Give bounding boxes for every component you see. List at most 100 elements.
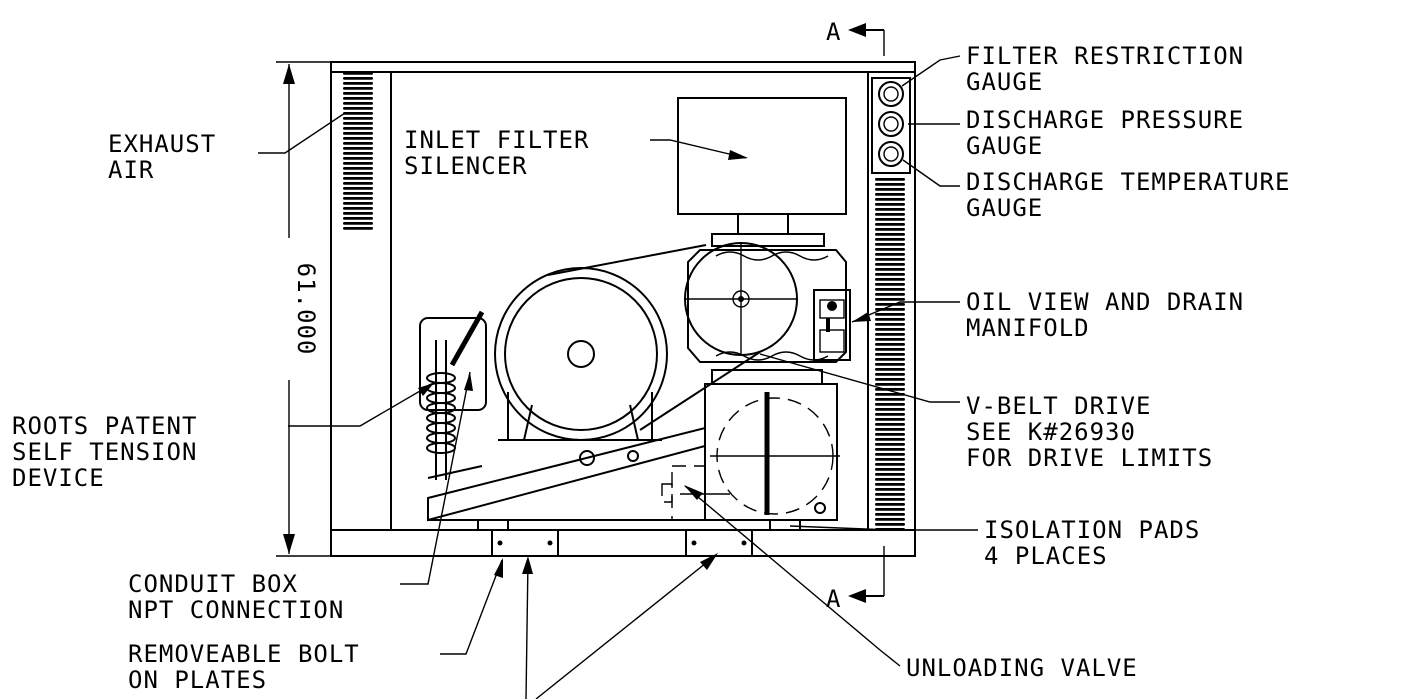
- louver-slat: [875, 508, 905, 511]
- motor: [494, 267, 668, 441]
- louver-slat: [875, 353, 905, 356]
- louver-slat: [343, 172, 373, 175]
- louver-slat: [875, 433, 905, 436]
- louver-slat: [875, 463, 905, 466]
- label-isolation-pads-2: 4 PLACES: [984, 542, 1108, 570]
- louver-slat: [875, 198, 905, 201]
- label-conduit-box-1: CONDUIT BOX: [128, 570, 298, 598]
- spring-coil: [426, 392, 456, 404]
- louver-slat: [875, 468, 905, 471]
- enclosure: [330, 61, 916, 557]
- exhaust-louver-left: [343, 72, 373, 230]
- louver-slat: [875, 188, 905, 191]
- label-inlet-filter-1: INLET FILTER: [404, 126, 589, 154]
- louver-slat: [343, 137, 373, 140]
- louver-slat: [875, 253, 905, 256]
- louver-slat: [875, 178, 905, 181]
- louver-slat: [875, 493, 905, 496]
- louver-slat: [875, 403, 905, 406]
- section-line: A A: [826, 18, 885, 613]
- label-vbelt-3: FOR DRIVE LIMITS: [966, 444, 1213, 472]
- label-roots-patent-1: ROOTS PATENT: [12, 412, 197, 440]
- louver-slat: [875, 378, 905, 381]
- louver-slat: [875, 413, 905, 416]
- louver-slat: [343, 182, 373, 185]
- louver-slat: [875, 238, 905, 241]
- unloading-valve: [661, 465, 730, 521]
- louver-slat: [343, 222, 373, 225]
- louver-slat: [875, 513, 905, 516]
- louver-slat: [875, 283, 905, 286]
- louver-slat: [875, 358, 905, 361]
- spring-coil: [426, 432, 456, 444]
- louver-slat: [343, 157, 373, 160]
- louver-slat: [875, 343, 905, 346]
- oil-view-drain-manifold: [813, 289, 851, 361]
- louver-slat: [343, 72, 373, 75]
- louver-slat: [343, 177, 373, 180]
- discharge-temperature-gauge: [878, 141, 904, 167]
- louver-slat: [343, 82, 373, 85]
- louver-slat: [875, 193, 905, 196]
- louver-slat: [875, 303, 905, 306]
- louver-slat: [875, 183, 905, 186]
- louver-slat: [343, 152, 373, 155]
- louver-slat: [875, 338, 905, 341]
- spring-coil: [426, 422, 456, 434]
- height-dimension: 61.000: [276, 61, 331, 557]
- intake-louver-right: [875, 178, 905, 531]
- spring-coil: [426, 402, 456, 414]
- label-roots-patent-3: DEVICE: [12, 464, 105, 492]
- section-marker-bottom: A: [826, 585, 841, 613]
- louver-slat: [875, 228, 905, 231]
- louver-slat: [875, 438, 905, 441]
- blower-base: [704, 369, 840, 521]
- label-oil-view-2: MANIFOLD: [966, 314, 1090, 342]
- louver-slat: [875, 428, 905, 431]
- label-oil-view-1: OIL VIEW AND DRAIN: [966, 288, 1244, 316]
- inlet-filter-silencer: [677, 97, 847, 247]
- louver-slat: [343, 87, 373, 90]
- louver-slat: [875, 498, 905, 501]
- louver-slat: [875, 503, 905, 506]
- louver-slat: [875, 268, 905, 271]
- discharge-pressure-gauge: [878, 111, 904, 137]
- louver-slat: [875, 298, 905, 301]
- louver-slat: [875, 278, 905, 281]
- louver-slat: [875, 328, 905, 331]
- louver-slat: [875, 333, 905, 336]
- spring-coil: [426, 372, 456, 384]
- bolt-on-plates: [491, 529, 753, 557]
- label-unloading-valve: UNLOADING VALVE: [906, 654, 1138, 682]
- louver-slat: [875, 318, 905, 321]
- label-conduit-box-2: NPT CONNECTION: [128, 596, 344, 624]
- louver-slat: [343, 92, 373, 95]
- louver-slat: [875, 458, 905, 461]
- dimension-label: 61.000: [292, 263, 320, 356]
- louver-slat: [343, 197, 373, 200]
- louver-slat: [875, 233, 905, 236]
- louver-slat: [875, 473, 905, 476]
- louver-slat: [343, 147, 373, 150]
- label-inlet-filter-2: SILENCER: [404, 152, 528, 180]
- louver-slat: [875, 323, 905, 326]
- label-pressure-gauge-1: DISCHARGE PRESSURE: [966, 106, 1244, 134]
- louver-slat: [343, 127, 373, 130]
- louver-slat: [875, 248, 905, 251]
- louver-slat: [875, 363, 905, 366]
- louver-slat: [875, 408, 905, 411]
- louver-slat: [875, 518, 905, 521]
- louver-slat: [875, 223, 905, 226]
- louver-slat: [343, 192, 373, 195]
- louver-slat: [875, 213, 905, 216]
- sliding-base: [427, 426, 706, 522]
- louver-slat: [875, 523, 905, 526]
- louver-slat: [875, 288, 905, 291]
- louver-slat: [875, 448, 905, 451]
- label-filter-gauge-1: FILTER RESTRICTION: [966, 42, 1244, 70]
- louver-slat: [875, 208, 905, 211]
- louver-slat: [343, 207, 373, 210]
- louver-slat: [875, 203, 905, 206]
- louver-slat: [343, 142, 373, 145]
